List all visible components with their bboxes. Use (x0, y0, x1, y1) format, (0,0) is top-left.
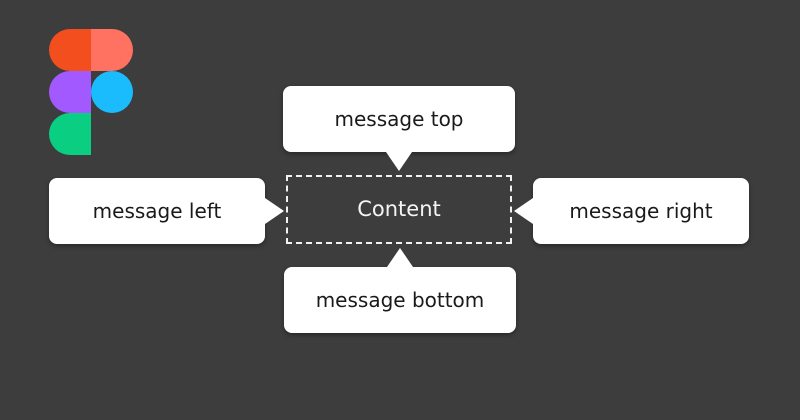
content-target-box[interactable]: Content (286, 175, 512, 244)
tooltip-left[interactable]: message left (49, 178, 284, 244)
tooltip-left-label: message left (92, 199, 222, 223)
arrow-right-icon (265, 198, 284, 224)
figma-logo-blue-icon (91, 71, 133, 113)
figma-logo-purple-icon (49, 71, 91, 113)
arrow-up-icon (387, 248, 413, 267)
figma-logo-orange-icon (49, 29, 91, 71)
content-target-label: Content (357, 197, 441, 221)
arrow-down-icon (386, 152, 412, 171)
tooltip-bottom[interactable]: message bottom (284, 248, 516, 333)
tooltip-bottom-label: message bottom (315, 288, 485, 312)
arrow-left-icon (514, 198, 533, 224)
figma-logo-green-icon (49, 113, 91, 155)
tooltip-top-label: message top (334, 107, 464, 131)
tooltip-right[interactable]: message right (514, 178, 749, 244)
figma-logo-salmon-icon (91, 29, 133, 71)
figma-logo (49, 29, 133, 155)
tooltip-right-label: message right (569, 199, 713, 223)
tooltip-top[interactable]: message top (283, 86, 515, 171)
